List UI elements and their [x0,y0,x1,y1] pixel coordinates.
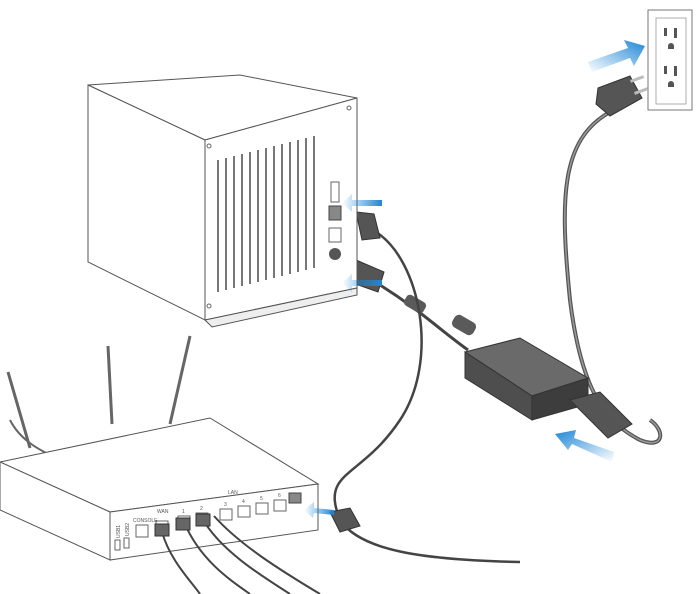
arrow-power-to-nas [342,274,382,292]
arrow-ethernet-to-nas [342,194,382,212]
usb2-label: USB2 [125,523,131,536]
antennas [6,335,192,449]
lan-port-4-number: 4 [242,499,245,505]
lan-port-5-number: 5 [260,496,263,502]
ethernet-plug-router [329,507,361,533]
lan-port-1-number: 1 [182,509,185,515]
nas-device [87,74,358,328]
nas-vent-grille [217,136,315,292]
router-cables [161,515,321,594]
wall-outlet [647,9,693,111]
arrow-to-adapter [555,430,614,462]
console-label: CONSOLE [133,518,158,524]
lan-port-6-number: 6 [278,493,281,499]
lan-label: LAN [228,490,238,496]
router: USB1 USB2 CONSOLE WAN LAN 1 2 3 4 5 6 [0,335,320,561]
usb1-label: USB1 [116,525,122,538]
ethernet-cable [333,230,521,564]
power-cord-highlight [564,111,661,444]
ferrite-cores [403,294,477,336]
lan-port-2-number: 2 [200,506,203,512]
dc-cable [379,283,469,352]
arrow-plug-to-outlet [588,40,645,72]
arrow-ethernet-to-router [304,502,334,518]
ethernet-plug-nas [355,211,381,241]
router-plugs [154,513,211,537]
wan-label: WAN [157,509,169,515]
iec-plug [569,391,633,439]
lan-port-3-number: 3 [224,502,227,508]
power-adapter [463,337,590,421]
wall-plug [595,75,649,117]
